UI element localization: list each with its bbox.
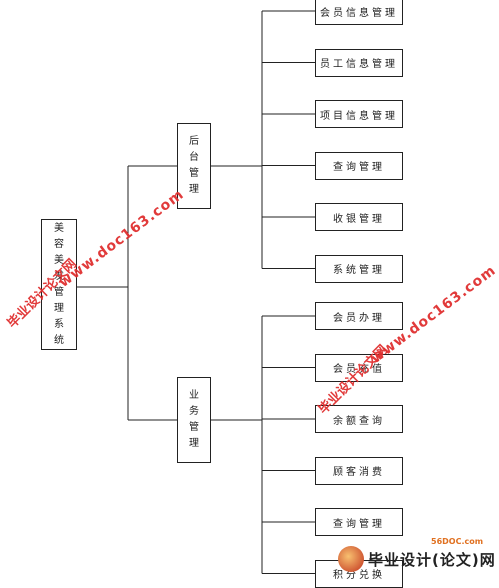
logo-icon xyxy=(338,546,364,572)
connector-lines xyxy=(77,10,315,574)
root-node: 美容美发管理系统 xyxy=(41,219,77,350)
branch-node-business: 业务管理 xyxy=(177,377,211,463)
leaf-node: 项目信息管理 xyxy=(315,100,403,128)
leaf-node: 余额查询 xyxy=(315,405,403,433)
branch-node-label: 业务管理 xyxy=(189,390,199,449)
root-node-label: 美容美发管理系统 xyxy=(54,222,64,346)
branch-node-backend: 后台管理 xyxy=(177,123,211,209)
leaf-node: 系统管理 xyxy=(315,254,403,283)
leaf-node: 收银管理 xyxy=(315,203,403,231)
logo-title: 毕业设计(论文)网 xyxy=(368,550,496,569)
leaf-node: 顾客消费 xyxy=(315,456,403,485)
leaf-node: 会员充值 xyxy=(315,353,403,382)
leaf-node: 会员办理 xyxy=(315,302,403,330)
site-logo: 毕业设计(论文)网 56DOC.com xyxy=(338,537,496,572)
leaf-node: 查询管理 xyxy=(315,151,403,180)
leaf-node: 会员信息管理 xyxy=(315,0,403,25)
branch-node-label: 后台管理 xyxy=(189,136,199,195)
logo-site: 56DOC.com xyxy=(431,537,484,546)
leaf-node: 员工信息管理 xyxy=(315,48,403,77)
leaf-node: 查询管理 xyxy=(315,508,403,536)
